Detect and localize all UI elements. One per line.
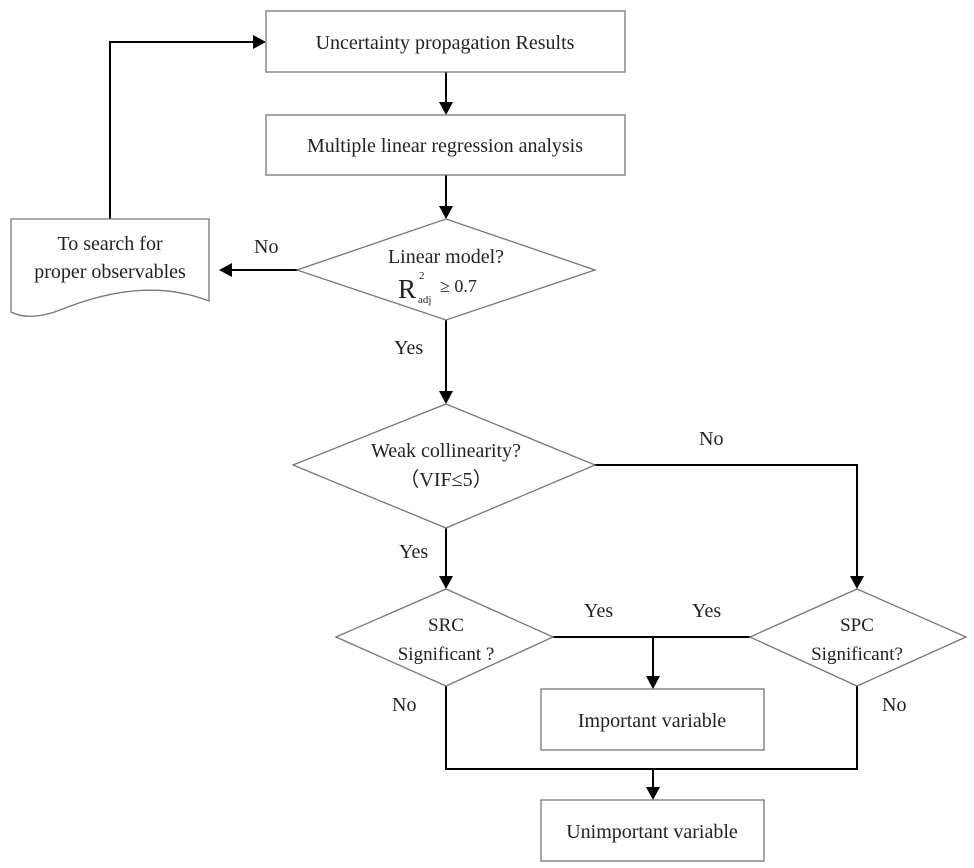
arrowhead-important [646,676,660,689]
node-search-line2: proper observables [34,261,186,283]
r-adj-symbol: R [398,274,416,304]
connectors [109,35,864,800]
arrowhead-search [219,263,232,277]
edge-label-collinearity-yes: Yes [399,541,428,563]
edge-label-src-no: No [392,694,416,716]
node-results: Uncertainty propagation Results [265,10,626,73]
r-adj-superscript: 2 [419,270,425,282]
arrowhead-mlr [439,102,453,115]
decision-src: SRC Significant ? [334,588,555,687]
edge-label-spc-no: No [882,694,906,716]
node-mlr-label: Multiple linear regression analysis [307,135,583,157]
node-search-line1: To search for [57,233,163,255]
decision-src-line2: Significant ? [398,644,495,665]
edge-label-linear-yes: Yes [394,337,423,359]
node-search-observables: To search for proper observables [10,218,210,317]
arrowhead-src [439,576,453,589]
edge-label-collinearity-no: No [699,428,723,450]
edge-search-to-results [109,41,255,219]
edge-collinearity-to-spc [594,464,858,578]
node-mlr: Multiple linear regression analysis [265,114,626,176]
edge-labels: No Yes No Yes Yes Yes No No [254,236,906,716]
edge-label-spc-yes: Yes [692,600,721,622]
node-unimportant-label: Unimportant variable [566,821,738,843]
decision-collinearity: Weak collinearity? （VIF≤5） [291,403,597,529]
decision-spc-line1: SPC [840,615,874,636]
r-adj-condition: ≥ 0.7 [440,276,477,296]
decision-collinearity-condition: （VIF≤5） [399,468,492,491]
node-unimportant-variable: Unimportant variable [540,799,765,862]
decision-linear-model: Linear model? R 2 adj ≥ 0.7 [294,218,598,321]
arrowhead-collinearity [439,391,453,404]
decision-spc: SPC Significant? [748,588,968,687]
edge-label-linear-no: No [254,236,278,258]
arrowhead-unimportant [646,787,660,800]
edge-spc-no [653,686,858,770]
decision-spc-line2: Significant? [811,644,903,665]
decision-linear-model-question: Linear model? [388,246,504,268]
edge-src-no [445,686,653,770]
node-important-label: Important variable [578,710,726,732]
node-important-variable: Important variable [540,688,765,751]
r-adj-subscript: adj [418,294,431,306]
arrowhead-linear [439,206,453,219]
decision-collinearity-question: Weak collinearity? [371,440,521,462]
node-results-label: Uncertainty propagation Results [316,32,575,54]
arrowhead-spc [850,576,864,589]
edge-label-src-yes: Yes [584,600,613,622]
decision-src-line1: SRC [428,615,464,636]
arrowhead-results [253,35,266,49]
